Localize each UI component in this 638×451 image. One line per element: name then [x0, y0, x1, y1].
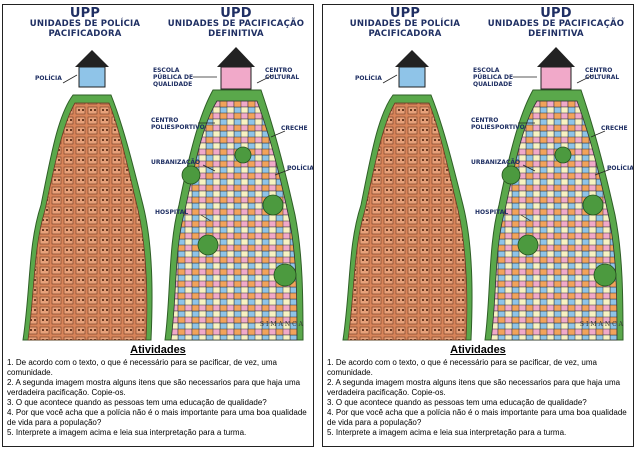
label-creche: CRECHE: [601, 125, 628, 132]
label-urbanizacao: URBANIZAÇÃO: [151, 159, 201, 166]
upp-subtitle: UNIDADES DE POLÍCIA PACIFICADORA: [29, 19, 141, 39]
upp-title: UPP UNIDADES DE POLÍCIA PACIFICADORA: [335, 6, 475, 39]
question-4: 4. Por que você acha que a polícia não é…: [327, 408, 627, 427]
label-creche: CRECHE: [281, 125, 308, 132]
question-2: 2. A segunda imagem mostra alguns itens …: [327, 378, 621, 397]
label-centro-poliesportivo: CENTRO POLIESPORTIVO: [471, 117, 525, 131]
cartoon-illustration: [22, 47, 304, 341]
question-3: 3. O que acontece quando as pessoas tem …: [327, 398, 587, 407]
activities-block: Atividades 1. De acordo com o texto, o q…: [3, 344, 313, 438]
label-centro-cultural: CENTRO CULTURAL: [265, 67, 300, 81]
worksheet-left: UPP UNIDADES DE POLÍCIA PACIFICADORA UPD…: [2, 4, 314, 447]
activities-block: Atividades 1. De acordo com o texto, o q…: [323, 344, 633, 438]
upp-title: UPP UNIDADES DE POLÍCIA PACIFICADORA: [15, 6, 155, 39]
question-1: 1. De acordo com o texto, o que é necess…: [327, 358, 597, 377]
upd-title: UPD UNIDADES DE PACIFICAÇÃO DEFINITIVA: [161, 6, 311, 39]
label-escola: ESCOLA PÚBLICA DE QUALIDADE: [473, 67, 514, 88]
label-policia-right: POLÍCIA: [287, 165, 314, 172]
label-hospital: HOSPITAL: [155, 209, 189, 216]
cartoonist-signature: SIMANCA: [579, 321, 625, 328]
cartoon-illustration: [342, 47, 624, 341]
upp-abbrev: UPP: [389, 6, 421, 21]
label-urbanizacao: URBANIZAÇÃO: [471, 159, 521, 166]
question-4: 4. Por que você acha que a polícia não é…: [7, 408, 307, 427]
question-1: 1. De acordo com o texto, o que é necess…: [7, 358, 277, 377]
activities-heading: Atividades: [130, 344, 186, 356]
label-policia-right: POLÍCIA: [607, 165, 634, 172]
upd-abbrev: UPD: [220, 6, 252, 21]
label-centro-poliesportivo: CENTRO POLIESPORTIVO: [151, 117, 205, 131]
upp-abbrev: UPP: [69, 6, 101, 21]
upd-subtitle: UNIDADES DE PACIFICAÇÃO DEFINITIVA: [487, 19, 625, 39]
label-policia-left: POLÍCIA: [35, 75, 62, 82]
question-5: 5. Interprete a imagem acima e leia sua …: [7, 428, 247, 437]
question-2: 2. A segunda imagem mostra alguns itens …: [7, 378, 301, 397]
label-centro-cultural: CENTRO CULTURAL: [585, 67, 620, 81]
activities-heading: Atividades: [450, 344, 506, 356]
upd-subtitle: UNIDADES DE PACIFICAÇÃO DEFINITIVA: [167, 19, 305, 39]
upp-subtitle: UNIDADES DE POLÍCIA PACIFICADORA: [349, 19, 461, 39]
label-policia-left: POLÍCIA: [355, 75, 382, 82]
cartoonist-signature: SIMANCA: [259, 321, 305, 328]
upd-abbrev: UPD: [540, 6, 572, 21]
label-escola: ESCOLA PÚBLICA DE QUALIDADE: [153, 67, 194, 88]
question-5: 5. Interprete a imagem acima e leia sua …: [327, 428, 567, 437]
worksheet-right: UPP UNIDADES DE POLÍCIA PACIFICADORA UPD…: [322, 4, 634, 447]
upd-title: UPD UNIDADES DE PACIFICAÇÃO DEFINITIVA: [481, 6, 631, 39]
label-hospital: HOSPITAL: [475, 209, 509, 216]
question-3: 3. O que acontece quando as pessoas tem …: [7, 398, 267, 407]
